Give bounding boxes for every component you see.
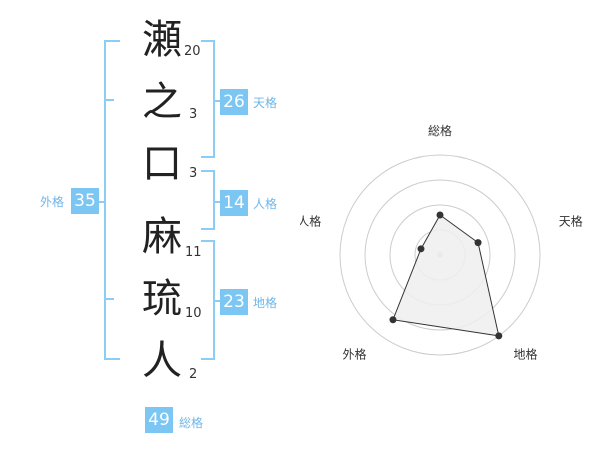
chikaku-bracket-top: [201, 240, 215, 242]
tenkaku-bracket-top: [201, 40, 215, 42]
tenkaku-badge: 26: [220, 89, 248, 115]
tenkaku-tick: [213, 100, 221, 102]
name-char-4: 麻: [142, 214, 182, 260]
radar-ring-4: [339, 154, 541, 356]
jinkaku-badge: 14: [220, 190, 248, 216]
radar-point-1: [436, 211, 444, 219]
gaikaku-tick-mid: [98, 201, 106, 203]
stroke-count-3: 3: [189, 166, 198, 181]
radar-axis-label-5: 人格: [300, 214, 321, 229]
gaikaku-badge: 35: [71, 188, 99, 214]
name-char-3: 口: [142, 141, 182, 187]
stroke-count-6: 2: [189, 367, 198, 382]
radar-axis-label-2: 天格: [559, 214, 583, 229]
radar-axis-label-1: 総格: [428, 123, 452, 138]
gaikaku-bracket-vertical: [104, 40, 106, 360]
chikaku-bracket-bottom: [201, 358, 215, 360]
gaikaku-bracket-bottom: [104, 358, 120, 360]
chikaku-badge: 23: [220, 289, 248, 315]
jinkaku-label: 人格: [253, 197, 278, 211]
stroke-count-2: 3: [189, 107, 198, 122]
stroke-count-1: 20: [184, 44, 201, 59]
gaikaku-tick-2: [104, 298, 114, 300]
tenkaku-bracket-bottom: [201, 156, 215, 158]
radar-axis-label-3: 地格: [513, 346, 537, 361]
name-char-6: 人: [142, 338, 182, 384]
tenkaku-label: 天格: [253, 96, 278, 110]
radar-point-2: [474, 239, 482, 247]
gaikaku-bracket-top: [104, 40, 120, 42]
gaikaku-label: 外格: [40, 195, 65, 209]
jinkaku-tick: [213, 201, 221, 203]
name-char-5: 琉: [142, 276, 182, 322]
chikaku-tick: [213, 300, 221, 302]
soukaku-label: 総格: [179, 416, 204, 430]
soukaku-badge: 49: [145, 407, 173, 433]
radar-point-3: [495, 332, 503, 340]
stroke-count-4: 11: [185, 245, 202, 260]
jinkaku-bracket-vertical: [213, 170, 215, 230]
tenkaku-bracket-vertical: [213, 40, 215, 158]
name-char-2: 之: [142, 79, 182, 125]
stroke-count-5: 10: [185, 306, 202, 321]
gaikaku-tick-1: [104, 99, 114, 101]
jinkaku-bracket-top: [201, 170, 215, 172]
radar-area: [392, 214, 500, 337]
radar-point-4: [389, 316, 397, 324]
radar-axis-label-4: 外格: [343, 346, 367, 361]
jinkaku-bracket-bottom: [201, 228, 215, 230]
chikaku-label: 地格: [253, 296, 278, 310]
radar-ring-3: [364, 179, 516, 331]
radar-point-5: [417, 245, 425, 253]
name-char-1: 瀬: [142, 17, 182, 63]
